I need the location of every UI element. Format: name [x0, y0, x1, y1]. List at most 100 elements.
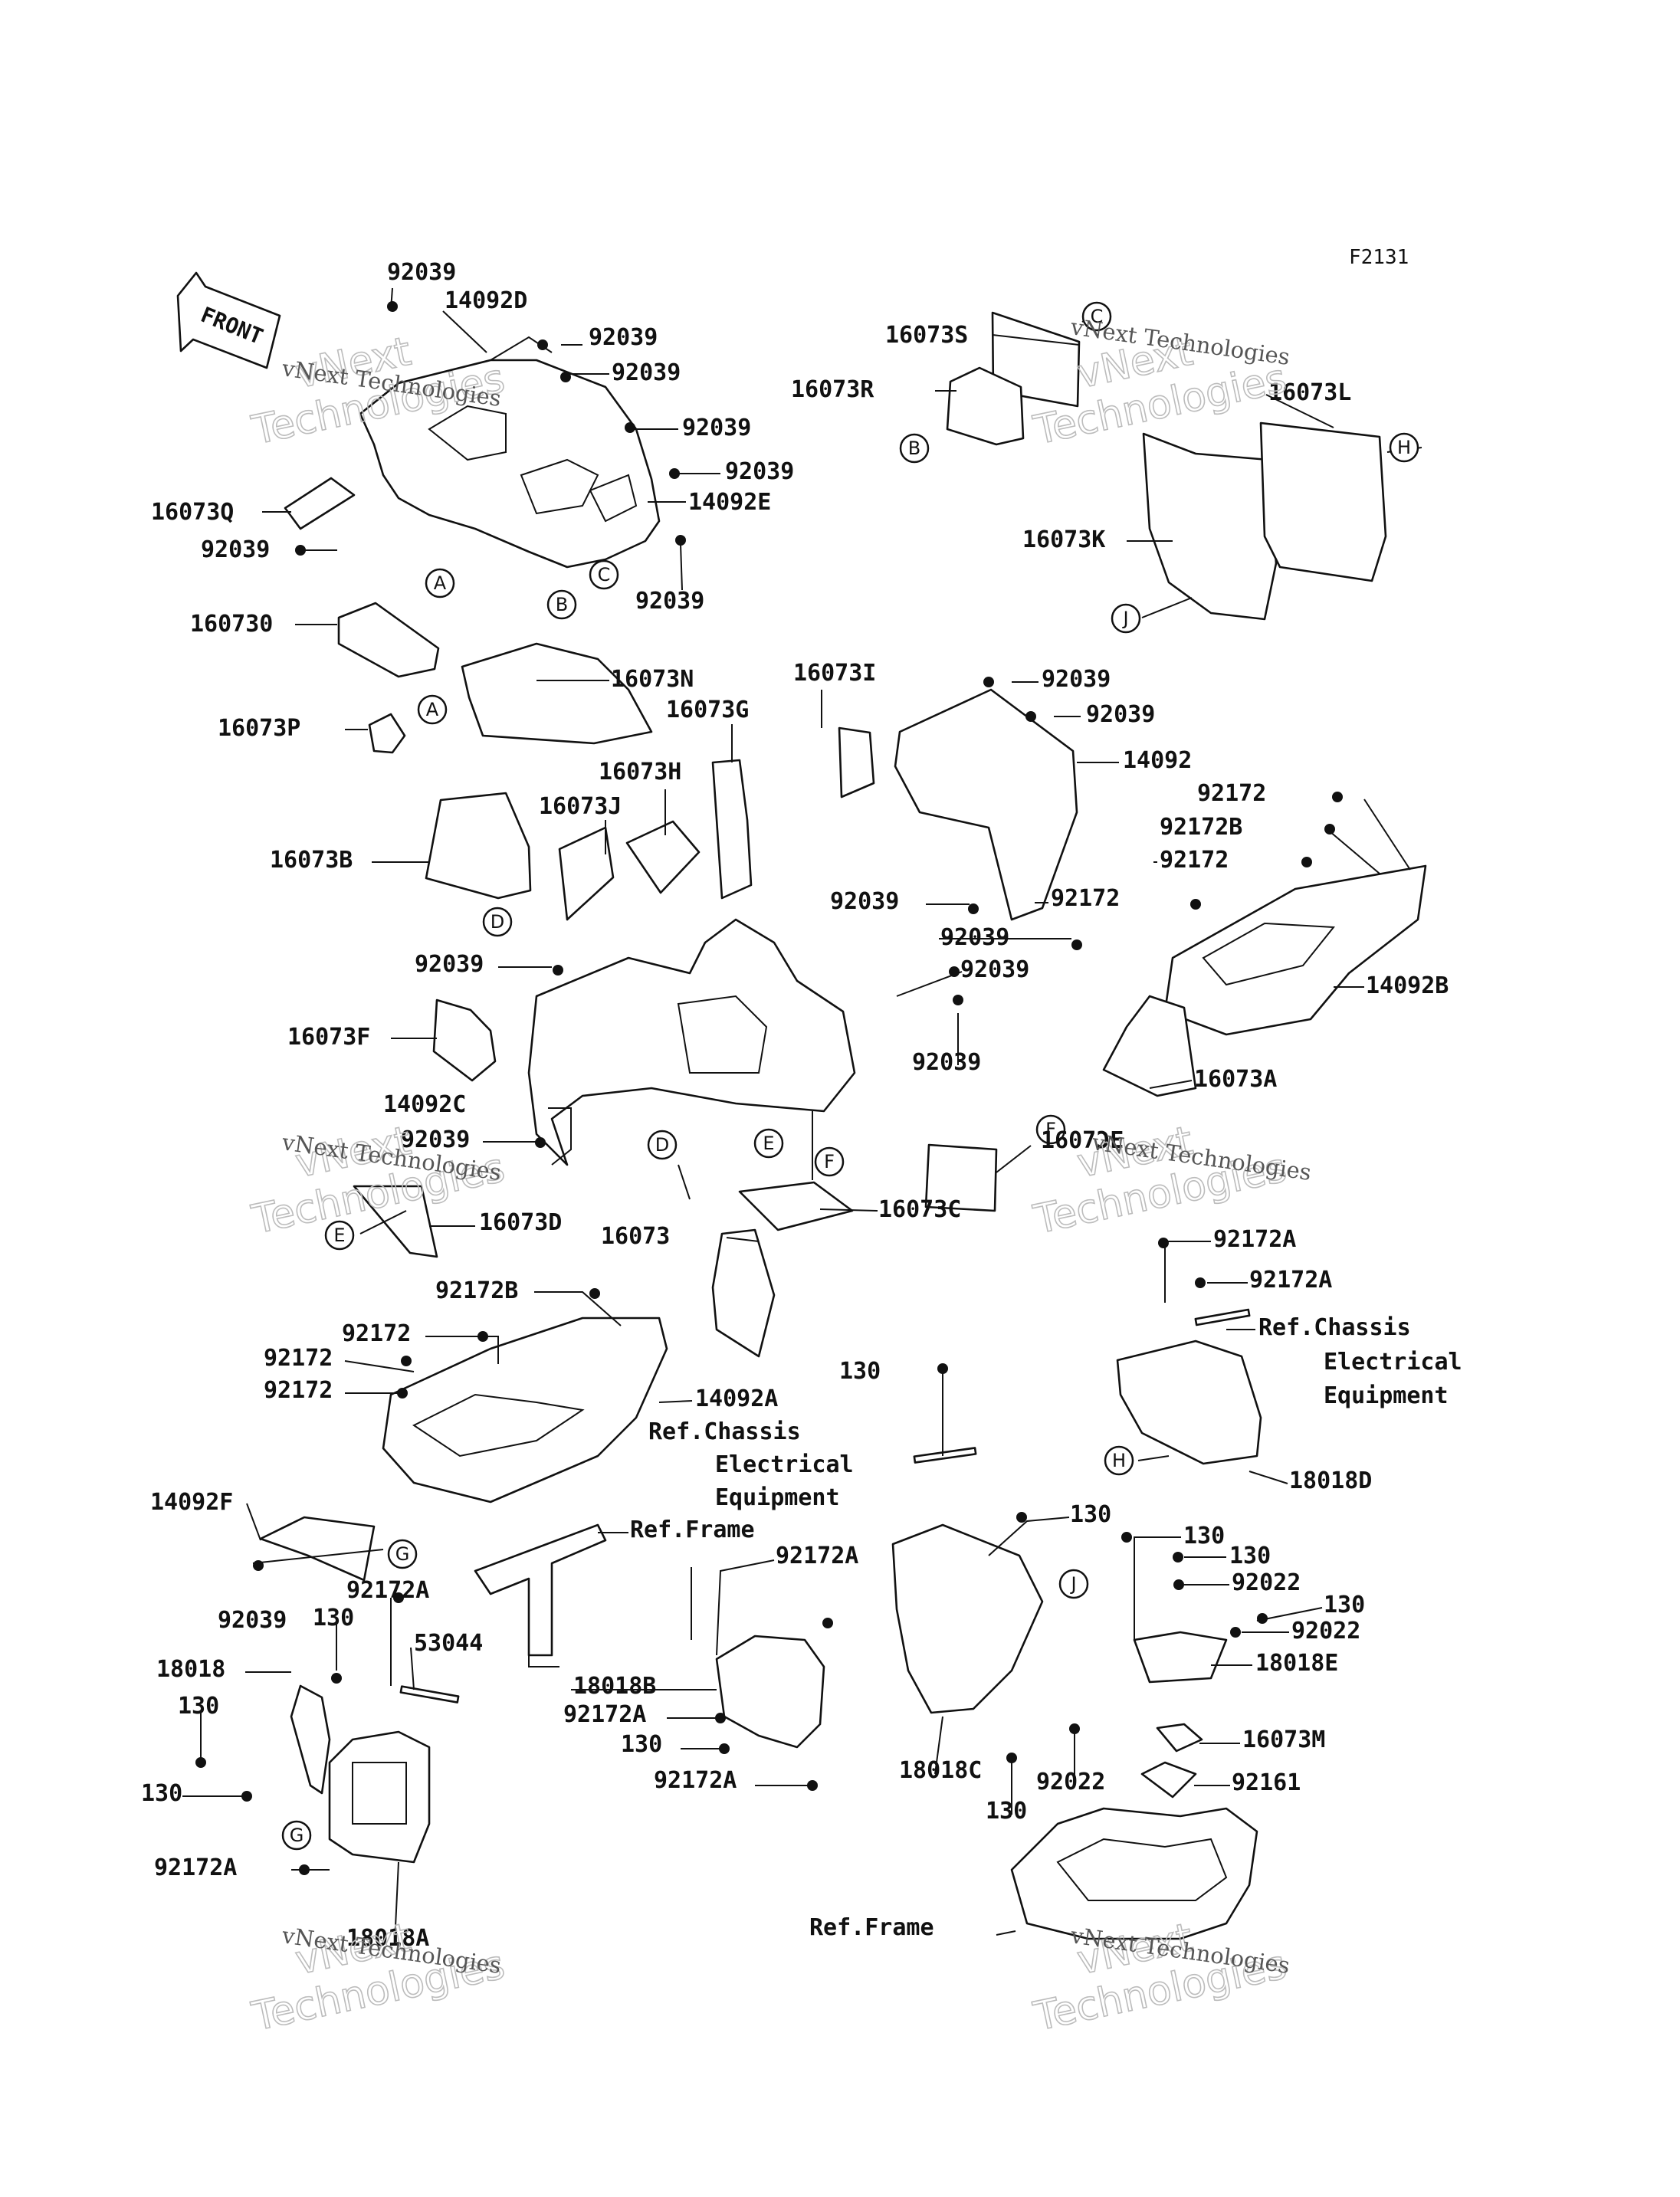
callout-circle — [1081, 301, 1112, 332]
strip-center — [913, 1447, 977, 1464]
part-label: 130 — [1183, 1523, 1225, 1549]
callout-letter: D — [491, 911, 504, 933]
panel-16073f — [432, 998, 497, 1082]
callout-letter: G — [290, 1825, 304, 1846]
bracket-18018e — [1133, 1631, 1228, 1684]
callout-letter: A — [426, 699, 439, 720]
callout-letter: B — [908, 438, 920, 459]
part-label: 16073F — [287, 1024, 370, 1051]
callout-circle — [899, 433, 930, 464]
part-label: 16073N — [611, 666, 694, 693]
floor-14092a-part — [382, 1317, 668, 1503]
callout-circle — [324, 1220, 355, 1251]
panel-16073r — [946, 366, 1025, 446]
callout-c: C — [1081, 301, 1112, 332]
front-arrow-icon: FRONT — [176, 271, 281, 369]
bracket-18018d — [1116, 1340, 1262, 1465]
label-group: 92039 14092D 92039 92039 92039 92039 14092E 160… — [141, 259, 1462, 1952]
panel-16073s — [991, 311, 1081, 408]
part-label: 92039 — [401, 1126, 470, 1153]
strip-53044 — [399, 1685, 460, 1703]
part-label: 18018B — [573, 1673, 656, 1700]
part-label: 92172 — [342, 1320, 411, 1347]
callout-h: H — [1389, 432, 1419, 463]
part-label: 16073R — [791, 376, 874, 403]
panel-16073h — [625, 820, 701, 894]
panel-16073d — [353, 1185, 438, 1258]
callout-e: E — [324, 1220, 355, 1251]
part-label: 92039 — [201, 536, 270, 563]
strip-right — [1194, 1308, 1251, 1326]
part-label: 14092F — [150, 1489, 233, 1516]
part-label: 14092A — [695, 1385, 778, 1412]
callout-h: H — [1104, 1445, 1134, 1476]
callout-f: F — [814, 1146, 845, 1177]
part-label: 92022 — [1232, 1569, 1301, 1596]
callout-letter: J — [1069, 1573, 1076, 1595]
part-label: 92039 — [387, 259, 456, 286]
part-label: 92039 — [589, 324, 658, 351]
callout-circle — [647, 1130, 678, 1160]
panel-16073k — [1142, 432, 1278, 621]
callout-letter: H — [1397, 437, 1411, 458]
part-label: 130 — [1324, 1592, 1365, 1618]
part-label: 1607ƆE — [1041, 1127, 1124, 1154]
callout-g: G — [281, 1820, 312, 1851]
part-label: 92172 — [264, 1377, 333, 1404]
part-label: 130 — [986, 1798, 1027, 1825]
part-label: Ref.Frame — [809, 1914, 934, 1941]
callout-letter: A — [434, 572, 447, 594]
callout-circle — [387, 1539, 418, 1569]
part-label: 18018C — [899, 1757, 982, 1784]
part-label: 14092E — [688, 489, 771, 516]
callout-e: E — [753, 1128, 784, 1159]
part-label: 14092 — [1123, 747, 1192, 774]
part-label: 16073D — [479, 1209, 562, 1236]
panel-16073p — [368, 713, 406, 754]
part-label: 92039 — [1086, 701, 1155, 728]
cover-14092 — [894, 688, 1078, 921]
bracket-18018c-part — [891, 1523, 1044, 1714]
panel-16073i — [838, 726, 875, 798]
part-label: 16073G — [666, 697, 749, 723]
panel-160730 — [337, 602, 440, 678]
part-label: 92022 — [1036, 1769, 1105, 1795]
part-label: 92039 — [612, 359, 681, 386]
part-label: 92172A — [776, 1543, 858, 1569]
part-label: 92039 — [635, 588, 704, 615]
part-label: Electrical — [1324, 1349, 1462, 1376]
part-label: 92039 — [912, 1049, 981, 1076]
callout-circle — [1111, 603, 1141, 634]
panel-16073q — [284, 477, 356, 530]
callout-letter: C — [598, 564, 611, 585]
callout-d: D — [647, 1130, 678, 1160]
callout-letter: D — [655, 1134, 669, 1156]
callout-circle — [1035, 1114, 1066, 1145]
callout-c: C — [589, 559, 619, 590]
line-art — [182, 287, 1427, 1943]
callout-circle — [425, 568, 455, 598]
plate-16073m — [1156, 1723, 1203, 1753]
callout-circle — [546, 589, 577, 620]
part-label: 130 — [313, 1605, 354, 1631]
part-label: 92172B — [435, 1277, 518, 1304]
callout-j: J — [1058, 1569, 1089, 1599]
part-label: 16073Q — [151, 499, 234, 526]
callout-circle — [417, 694, 448, 725]
part-label: 16073M — [1242, 1726, 1325, 1753]
part-label: 16073K — [1022, 526, 1105, 553]
part-label: 16073B — [270, 847, 353, 874]
bracket-18018b-part — [715, 1635, 825, 1749]
bracket-18018 — [290, 1684, 331, 1795]
part-label: 16073C — [878, 1196, 961, 1223]
part-label: Ref.Chassis — [1258, 1314, 1411, 1341]
panel-16073b — [425, 792, 532, 900]
part-label: 16073H — [599, 759, 681, 785]
part-label: 16073A — [1194, 1066, 1277, 1093]
part-label: 130 — [178, 1693, 219, 1720]
part-label: 92039 — [940, 924, 1009, 951]
callout-letter: C — [1091, 306, 1104, 327]
callout-circle — [814, 1146, 845, 1177]
part-label: Equipment — [1324, 1382, 1449, 1409]
